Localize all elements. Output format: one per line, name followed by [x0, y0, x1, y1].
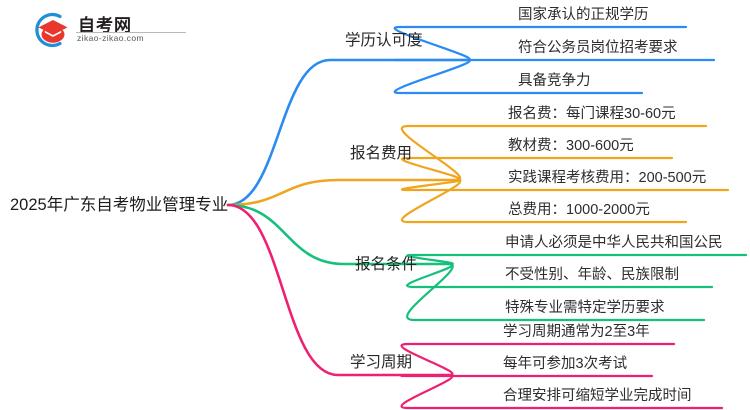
mindmap-edge	[226, 58, 468, 207]
logo-name-cn: 自考网	[78, 16, 132, 35]
leaf-label-0-0[interactable]: 国家承认的正规学历	[518, 7, 649, 23]
logo-divider	[76, 32, 186, 33]
leaf-label-1-3[interactable]: 总费用：1000-2000元	[508, 202, 650, 218]
mindmap-edge	[406, 253, 748, 266]
leaf-label-2-1[interactable]: 不受性别、年龄、民族限制	[505, 267, 679, 283]
leaf-label-1-2[interactable]: 实践课程考核费用：200-500元	[508, 170, 707, 186]
leaf-label-1-0[interactable]: 报名费：每门课程30-60元	[508, 106, 676, 122]
root-node-label[interactable]: 2025年广东自考物业管理专业	[10, 196, 229, 214]
mindmap-edge	[226, 178, 458, 207]
mindmap-edge	[226, 203, 450, 377]
leaf-label-2-0[interactable]: 申请人必须是中华人民共和国公民	[505, 235, 723, 251]
leaf-label-0-1[interactable]: 符合公务员岗位招考要求	[518, 40, 678, 56]
leaf-label-3-0[interactable]: 学习周期通常为2至3年	[503, 324, 650, 340]
logo-domain: zikao-zikao.com	[77, 33, 144, 43]
leaf-label-2-2[interactable]: 特殊专业需特定学历要求	[505, 300, 665, 316]
site-logo[interactable]: 自考网 zikao-zikao.com	[30, 10, 190, 50]
leaf-label-3-2[interactable]: 合理安排可缩短学业完成时间	[503, 388, 692, 404]
leaf-label-1-1[interactable]: 教材费：300-600元	[508, 138, 634, 154]
logo-wordmark: 自考网 zikao-zikao.com	[76, 10, 188, 48]
branch-label-3[interactable]: 学习周期	[350, 354, 413, 371]
branch-label-0[interactable]: 学历认可度	[345, 32, 423, 49]
mindmap-edge	[400, 373, 654, 378]
leaf-label-3-1[interactable]: 每年可参加3次考试	[503, 356, 628, 372]
branch-label-2[interactable]: 报名条件	[355, 256, 418, 273]
graduation-cap-icon	[35, 12, 68, 48]
branch-label-1[interactable]: 报名费用	[350, 145, 413, 162]
leaf-label-0-2[interactable]: 具备竞争力	[518, 73, 591, 89]
